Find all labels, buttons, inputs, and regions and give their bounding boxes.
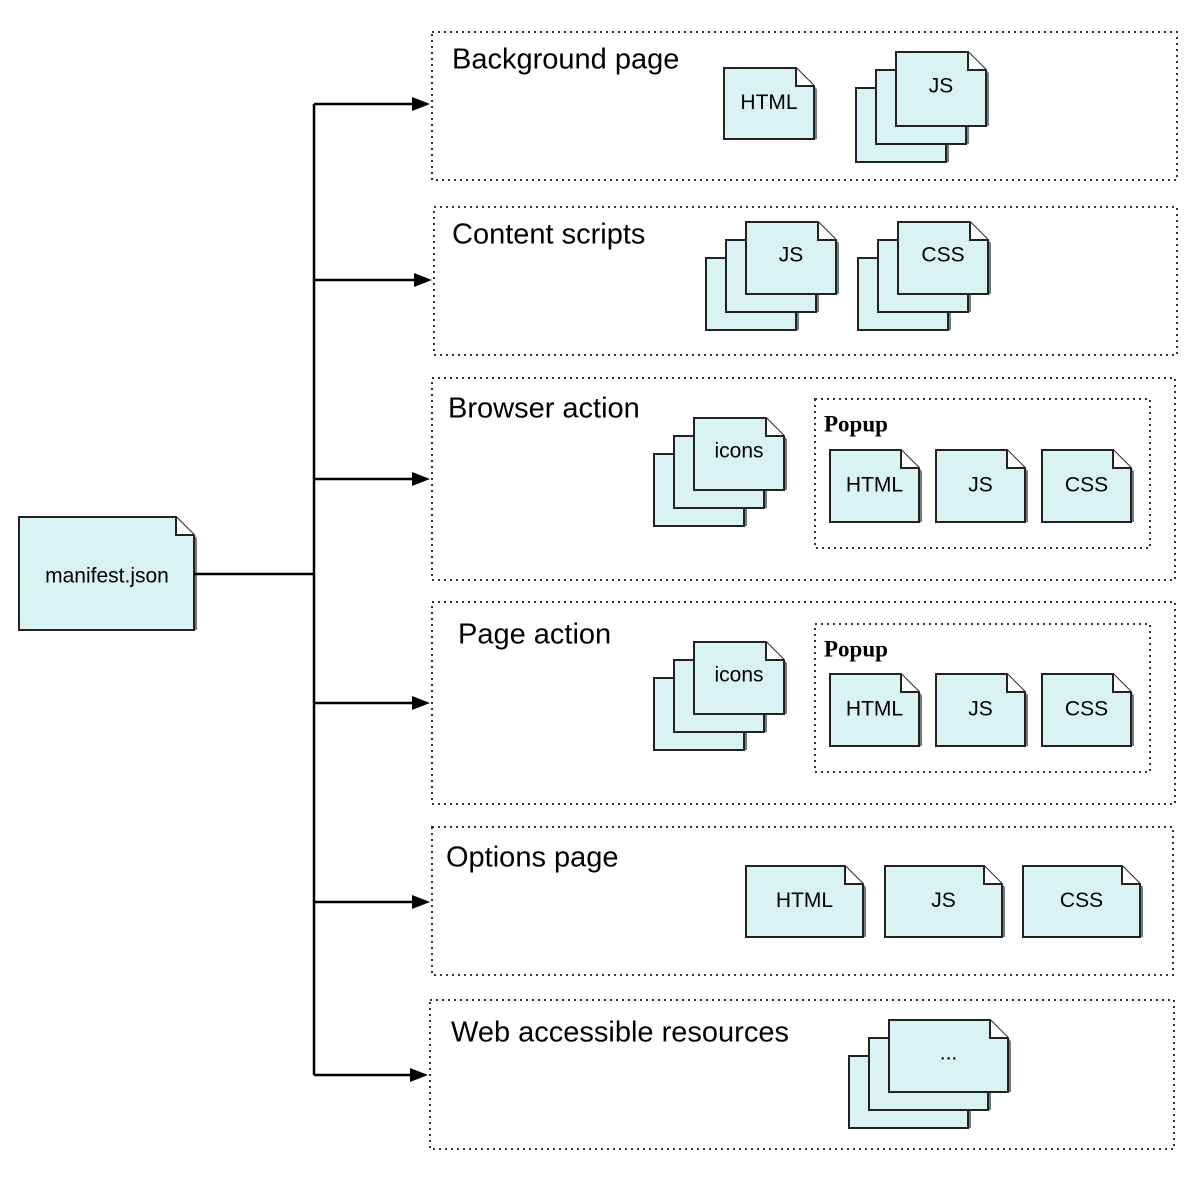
popup-file-icon: JS <box>935 673 1028 747</box>
file-label: icons <box>714 440 763 463</box>
section-border <box>431 377 1176 581</box>
file-label: HTML <box>846 474 903 497</box>
doc-single <box>1022 865 1143 938</box>
popup-file-icon: CSS <box>1041 449 1134 523</box>
file-label: HTML <box>776 889 833 912</box>
popup-border <box>814 623 1151 773</box>
file-label: CSS <box>1060 889 1103 912</box>
file-label: CSS <box>921 244 964 267</box>
file-icon: JS <box>884 865 1005 938</box>
popup-file-icon: CSS <box>1041 673 1134 747</box>
doc-layer-front <box>897 221 991 295</box>
file-label: CSS <box>1065 698 1108 721</box>
file-icon: CSS <box>1022 865 1143 938</box>
doc-single <box>829 673 922 747</box>
section-title: Options page <box>446 842 619 874</box>
section-border <box>429 999 1175 1150</box>
arrowhead <box>412 97 430 111</box>
doc-single <box>1041 449 1134 523</box>
doc-layer-front <box>693 417 787 491</box>
file-label: HTML <box>740 91 797 114</box>
file-icon: JS <box>855 51 989 163</box>
file-label: icons <box>714 664 763 687</box>
popup-file-icon: JS <box>935 449 1028 523</box>
file-icon: icons <box>653 417 787 527</box>
file-icon: JS <box>705 221 839 331</box>
doc-single <box>723 67 817 140</box>
file-icon: icons <box>653 641 787 751</box>
section-title: Background page <box>452 44 679 76</box>
doc-single <box>935 449 1028 523</box>
arrowhead <box>412 696 430 710</box>
popup-title: Popup <box>824 411 888 436</box>
file-icon: HTML <box>745 865 866 938</box>
file-label: JS <box>968 474 993 497</box>
popup-border <box>814 398 1151 549</box>
doc-layer-front <box>693 641 787 715</box>
doc-single <box>1041 673 1134 747</box>
manifest-label: manifest.json <box>45 565 169 588</box>
section-border <box>431 601 1176 805</box>
file-label: JS <box>779 244 804 267</box>
doc-layer-front <box>888 1019 1011 1093</box>
file-label: JS <box>968 698 993 721</box>
popup-title: Popup <box>824 636 888 661</box>
doc-single <box>884 865 1005 938</box>
doc-layer-front <box>895 51 989 127</box>
section-title: Web accessible resources <box>451 1017 789 1049</box>
section-border <box>431 826 1174 976</box>
file-label: JS <box>929 75 954 98</box>
doc-single <box>935 673 1028 747</box>
file-icon: HTML <box>723 67 817 140</box>
doc-single <box>745 865 866 938</box>
file-label: HTML <box>846 698 903 721</box>
section-web-accessible-resources: Web accessible resources... <box>429 999 1175 1150</box>
arrowhead <box>414 273 432 287</box>
doc-single <box>829 449 922 523</box>
popup-file-icon: HTML <box>829 673 922 747</box>
manifest-json-node: manifest.json <box>18 516 197 631</box>
arrowhead <box>410 1068 428 1082</box>
section-title: Browser action <box>448 393 640 425</box>
file-label: ... <box>940 1042 958 1065</box>
arrowhead <box>412 895 430 909</box>
doc-layer-front <box>745 221 839 295</box>
section-title: Content scripts <box>452 219 645 251</box>
connector-lines <box>194 97 432 1082</box>
file-icon: CSS <box>857 221 991 331</box>
section-border <box>433 206 1178 356</box>
file-label: CSS <box>1065 474 1108 497</box>
file-label: JS <box>931 889 956 912</box>
manifest-doc-icon <box>18 516 197 631</box>
popup-file-icon: HTML <box>829 449 922 523</box>
section-title: Page action <box>458 619 611 651</box>
file-icon: ... <box>848 1019 1011 1129</box>
arrowhead <box>412 472 430 486</box>
section-border <box>431 31 1178 181</box>
